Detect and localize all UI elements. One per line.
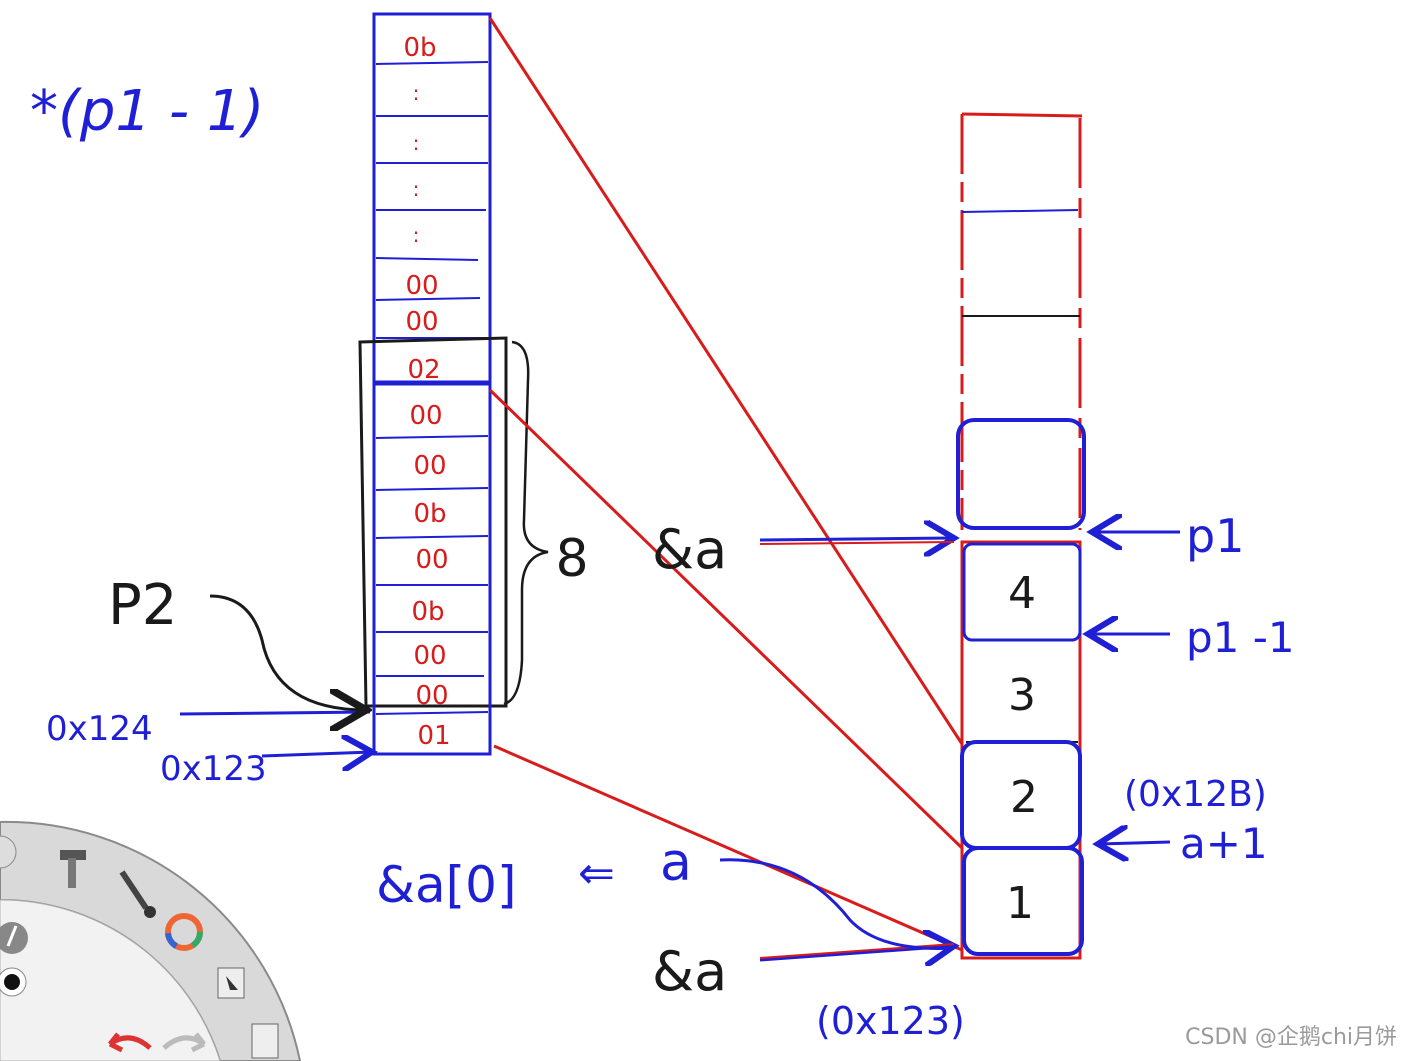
byte-label: 00	[413, 641, 446, 671]
dot-size-icon[interactable]	[0, 967, 27, 997]
byte-label: 00	[415, 681, 448, 711]
address-0x123-bottom: (0x123)	[816, 999, 965, 1043]
address-0x12B: (0x12B)	[1124, 774, 1267, 815]
mapping-lines	[488, 17, 964, 952]
color-wheel-icon[interactable]	[165, 913, 203, 951]
byte-label: 0b	[413, 499, 446, 529]
array-element-value: 3	[1008, 670, 1036, 721]
p1-label: p1	[1186, 509, 1244, 563]
pen-icon[interactable]	[0, 922, 28, 954]
byte-label: 01	[417, 721, 450, 751]
p1-minus-1-label: p1 -1	[1186, 613, 1295, 662]
array-name-label: a	[660, 833, 692, 893]
p2-label: P2	[108, 573, 177, 638]
byte-label: 00	[415, 545, 448, 575]
a-plus-1-label: a+1	[1180, 819, 1268, 868]
upper-byte-dividers	[375, 61, 489, 339]
beyond-array-region	[960, 112, 1083, 530]
hammer-icon[interactable]	[60, 850, 86, 888]
eight-bytes-label: 8	[555, 529, 588, 589]
array-element-slot	[962, 542, 1082, 642]
byte-label: 00	[405, 307, 438, 337]
array-element-values: 4 3 2 1	[1006, 568, 1038, 929]
lower-byte-block	[372, 382, 492, 756]
address-0x123: 0x123	[160, 749, 267, 789]
settings-icon[interactable]	[0, 835, 17, 869]
p1-target-slot	[956, 418, 1086, 530]
byte-label: :	[413, 223, 420, 247]
amp-a-label-top: &a	[652, 518, 727, 581]
array-element-value: 1	[1006, 878, 1034, 929]
equivalence-arrow: ⇐	[578, 848, 615, 899]
redo-icon[interactable]	[162, 1032, 206, 1053]
byte-label: :	[413, 81, 420, 105]
amp-a-label-bottom: &a	[652, 940, 727, 1003]
lower-byte-labels: 00 00 0b 00 0b 00 00 01	[409, 401, 450, 751]
array-element-value: 4	[1008, 568, 1036, 619]
watermark: CSDN @企鹅chi月饼	[1185, 1025, 1397, 1050]
pointer-arrows	[179, 532, 1180, 960]
upper-byte-labels: 0b : : : : 00 00 02	[403, 33, 440, 385]
undo-icon[interactable]	[108, 1032, 152, 1053]
eight-byte-brace	[503, 340, 549, 706]
byte-label: 00	[405, 271, 438, 301]
lower-byte-dividers	[375, 435, 489, 715]
list-icon[interactable]	[251, 1023, 279, 1059]
upper-byte-block	[372, 12, 492, 384]
byte-label: 02	[407, 355, 440, 385]
array-element-slot	[962, 846, 1084, 956]
byte-label: 00	[409, 401, 442, 431]
address-0x124: 0x124	[46, 709, 153, 749]
byte-label: 0b	[403, 33, 436, 63]
dereference-expression: *(p1 - 1)	[30, 79, 264, 144]
eight-byte-read-box	[358, 336, 508, 708]
array-element-value: 2	[1010, 772, 1038, 823]
amp-a0-label: &a[0]	[376, 856, 516, 914]
brush-icon[interactable]	[119, 870, 156, 918]
select-cursor-icon[interactable]	[217, 967, 245, 999]
byte-label: 00	[413, 451, 446, 481]
slot-divider	[961, 209, 1079, 213]
byte-column: 0b : : : : 00 00 02 00 00 0b 00 0b 00 00…	[358, 12, 508, 756]
byte-label: :	[413, 177, 420, 201]
byte-label: 0b	[411, 597, 444, 627]
array-column: 4 3 2 1	[956, 112, 1086, 960]
byte-label: :	[413, 131, 420, 155]
